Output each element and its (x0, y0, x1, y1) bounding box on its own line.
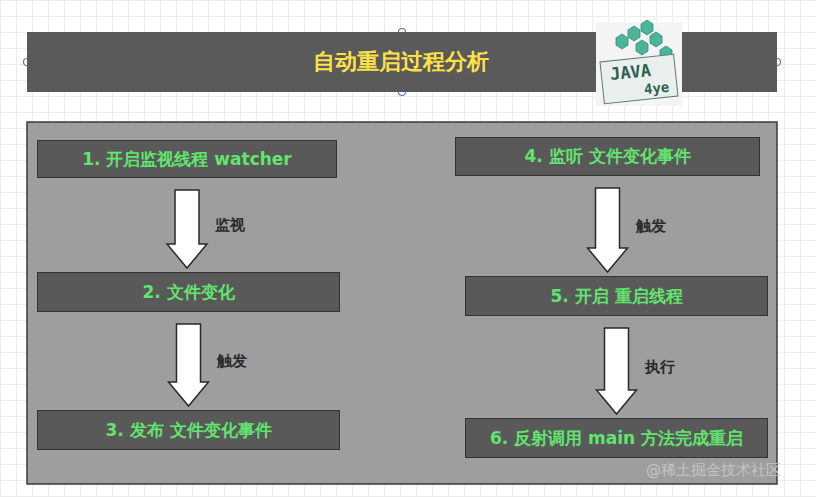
watermark: @稀土掘金技术社区 (646, 461, 781, 480)
logo-hexes (616, 20, 672, 61)
block-arrow (597, 328, 637, 414)
block-arrow (167, 190, 207, 268)
box-label: 5. 开启 重启线程 (538, 285, 694, 308)
panel (27, 122, 777, 484)
box-label: 3. 发布 文件变化事件 (93, 419, 283, 442)
title-text: 自动重启过程分析 (313, 47, 489, 77)
edge-label: 监视 (215, 216, 245, 235)
process-box: 4. 监听 文件变化事件 (455, 137, 760, 176)
edge-label: 触发 (636, 217, 666, 236)
box-label: 2. 文件变化 (130, 281, 246, 304)
logo-ground (596, 22, 682, 106)
logo-plate (600, 54, 678, 104)
process-box: 3. 发布 文件变化事件 (37, 410, 340, 450)
process-box: 1. 开启监视线程 watcher (37, 140, 337, 178)
box-label: 4. 监听 文件变化事件 (512, 145, 702, 168)
process-box: 5. 开启 重启线程 (465, 276, 768, 316)
block-arrow (588, 188, 628, 272)
edge-label: 执行 (645, 358, 675, 377)
edge-label: 触发 (217, 352, 247, 371)
logo-text: 4ye (643, 79, 670, 98)
box-label: 1. 开启监视线程 watcher (70, 148, 304, 171)
block-arrow (169, 324, 209, 406)
process-box: 2. 文件变化 (37, 272, 340, 312)
process-box: 6. 反射调用 main 方法完成重启 (465, 418, 768, 458)
box-label: 6. 反射调用 main 方法完成重启 (478, 427, 755, 450)
